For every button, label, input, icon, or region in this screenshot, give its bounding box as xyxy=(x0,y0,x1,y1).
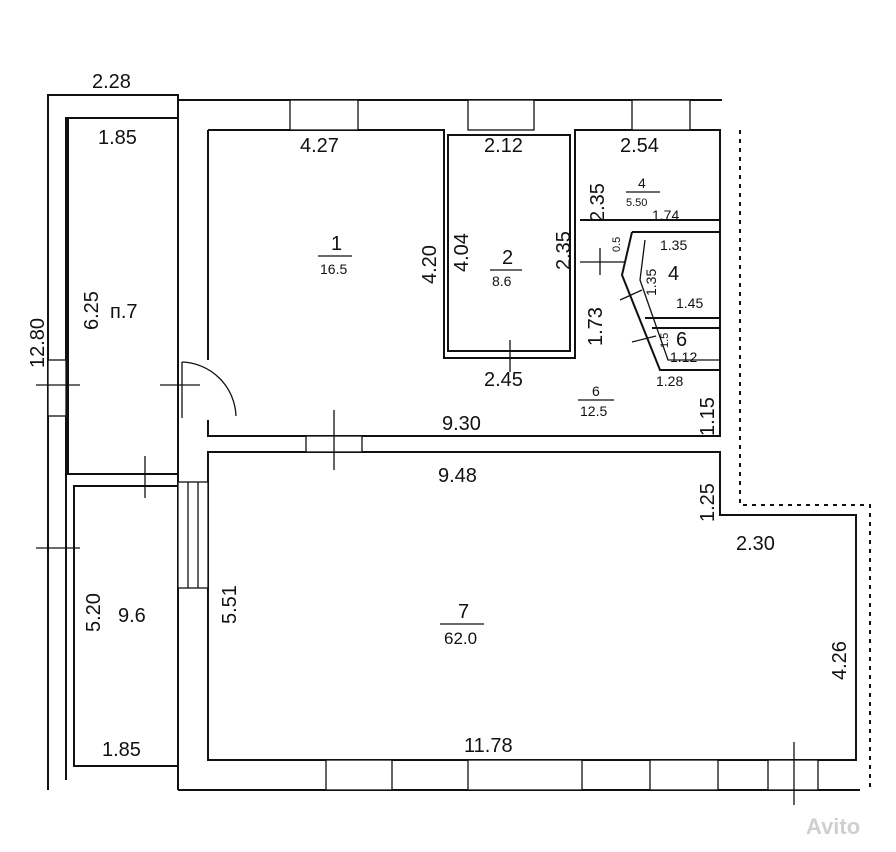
dim-245: 2.45 xyxy=(484,369,523,391)
dim-235-right: 2.35 xyxy=(587,183,609,222)
room-7-number: 7 xyxy=(458,601,469,623)
dim-15: 1.5 xyxy=(659,333,671,348)
window-left xyxy=(47,359,67,417)
room-7-area: 62.0 xyxy=(444,629,477,648)
dim-551: 5.51 xyxy=(219,585,241,624)
dim-135-v: 1.35 xyxy=(643,269,659,296)
outer-wall-inner xyxy=(65,117,178,780)
room-1-area: 16.5 xyxy=(320,261,347,277)
dim-230: 2.30 xyxy=(736,533,775,555)
dim-173: 1.73 xyxy=(585,307,607,346)
room-1-number: 1 xyxy=(331,233,342,255)
door-swing xyxy=(181,361,237,418)
dim-520: 5.20 xyxy=(83,593,105,632)
dimension-tick xyxy=(631,335,657,343)
dim-left-bottom: 1.85 xyxy=(102,739,141,761)
dim-p7-top: 1.85 xyxy=(98,127,137,149)
dim-1280: 12.80 xyxy=(27,318,49,368)
window-top-3 xyxy=(631,99,691,131)
room-4a-area: 5.50 xyxy=(626,197,647,209)
room-left-bottom-area: 9.6 xyxy=(118,605,146,627)
dim-125: 1.25 xyxy=(697,483,719,522)
room-6a-number: 6 xyxy=(592,383,600,399)
room-2-area: 8.6 xyxy=(492,273,512,289)
dim-235-room2: 2.35 xyxy=(553,231,575,270)
window-bottom-1 xyxy=(325,759,393,791)
room-6a-area: 12.5 xyxy=(580,403,607,419)
outer-wall-outer xyxy=(47,94,722,790)
dim-05: 0.5 xyxy=(611,237,623,252)
dim-top-left: 2.28 xyxy=(92,71,131,93)
room-2-number: 2 xyxy=(502,247,513,269)
passage-left xyxy=(177,481,209,589)
room-4-6-diagonal-wall xyxy=(620,231,720,371)
window-bottom-2 xyxy=(467,759,583,791)
room-6b-number: 6 xyxy=(676,329,687,351)
room-4-6-inner-wall xyxy=(639,239,720,361)
window-top-1 xyxy=(289,99,359,131)
window-bottom-4 xyxy=(767,759,819,791)
room-7-outline xyxy=(207,451,857,761)
room-2-outline xyxy=(447,134,571,352)
dim-room2-top: 2.12 xyxy=(484,135,523,157)
dim-420: 4.20 xyxy=(419,245,441,284)
room-1-outline xyxy=(207,129,721,437)
dim-930: 9.30 xyxy=(442,413,481,435)
avito-watermark: Avito xyxy=(806,814,860,839)
dim-948: 9.48 xyxy=(438,465,477,487)
dim-112: 1.12 xyxy=(670,349,697,365)
window-top-2 xyxy=(467,99,535,131)
dimension-tick xyxy=(619,289,643,301)
dim-room1-top: 4.27 xyxy=(300,135,339,157)
dim-625: 6.25 xyxy=(81,291,103,330)
dim-1178: 11.78 xyxy=(464,735,513,757)
room-p7-label: п.7 xyxy=(110,301,138,323)
dim-145: 1.45 xyxy=(676,295,703,311)
dim-room4-top: 2.54 xyxy=(620,135,659,157)
exterior-dashed-line xyxy=(739,130,871,790)
dim-135-h: 1.35 xyxy=(660,237,687,253)
dim-128: 1.28 xyxy=(656,373,683,389)
dim-174: 1.74 xyxy=(652,207,679,223)
dim-115: 1.15 xyxy=(697,397,719,436)
room-4b-number: 4 xyxy=(668,263,679,285)
dim-426: 4.26 xyxy=(829,641,851,680)
dim-404: 4.04 xyxy=(451,233,473,272)
window-bottom-3 xyxy=(649,759,719,791)
room-4a-number: 4 xyxy=(638,175,646,191)
